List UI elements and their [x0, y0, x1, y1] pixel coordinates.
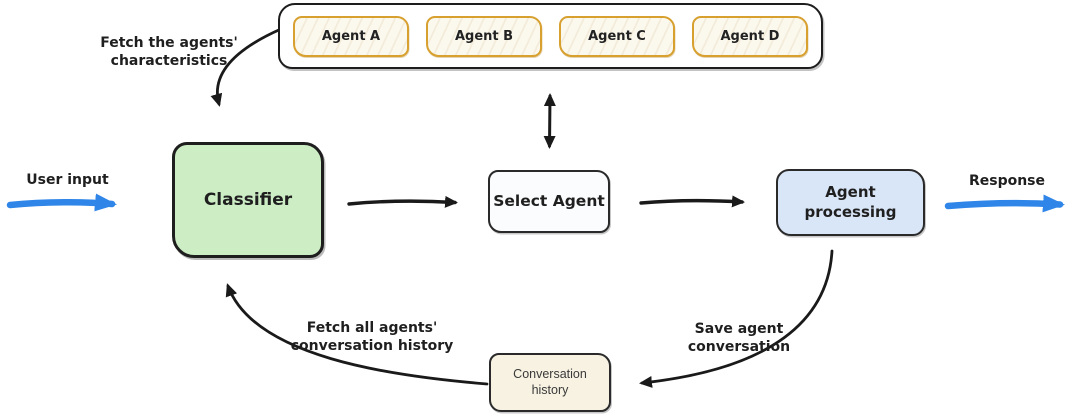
select-agents-bidirectional-arrow: [543, 93, 556, 149]
agent-processing-label: Agent processing: [804, 183, 897, 221]
user-input-arrow: [6, 193, 117, 212]
agent-c-box: Agent C: [559, 15, 675, 57]
agent-b-label: Agent B: [454, 28, 514, 44]
agents-panel: Agent A Agent B Agent C Agent D: [278, 3, 823, 69]
agent-a-label: Agent A: [321, 28, 381, 44]
save-conversation-label: Save agent conversation: [687, 321, 791, 356]
classifier-to-select-arrow: [347, 195, 458, 208]
agent-b-box: Agent B: [426, 15, 542, 57]
agent-c-label: Agent C: [588, 28, 646, 44]
fetch-history-label: Fetch all agents' conversation history: [290, 320, 454, 355]
user-input-label: User input: [26, 172, 109, 188]
select-to-processing-arrow: [639, 195, 745, 208]
select-agent-node: Select Agent: [488, 170, 610, 233]
classifier-node: Classifier: [172, 142, 324, 258]
fetch-characteristics-label: Fetch the agents' characteristics: [100, 35, 238, 70]
select-agent-label: Select Agent: [493, 192, 605, 211]
agent-d-label: Agent D: [720, 28, 780, 44]
classifier-label: Classifier: [203, 189, 293, 210]
agent-a-box: Agent A: [293, 15, 409, 57]
save-conversation-arrow: [639, 249, 834, 388]
agent-d-box: Agent D: [692, 15, 808, 57]
conversation-history-node: Conversation history: [489, 353, 611, 412]
agent-processing-node: Agent processing: [776, 169, 925, 236]
conversation-history-label: Conversation history: [513, 366, 587, 397]
response-arrow: [944, 194, 1065, 213]
response-label: Response: [968, 173, 1046, 189]
